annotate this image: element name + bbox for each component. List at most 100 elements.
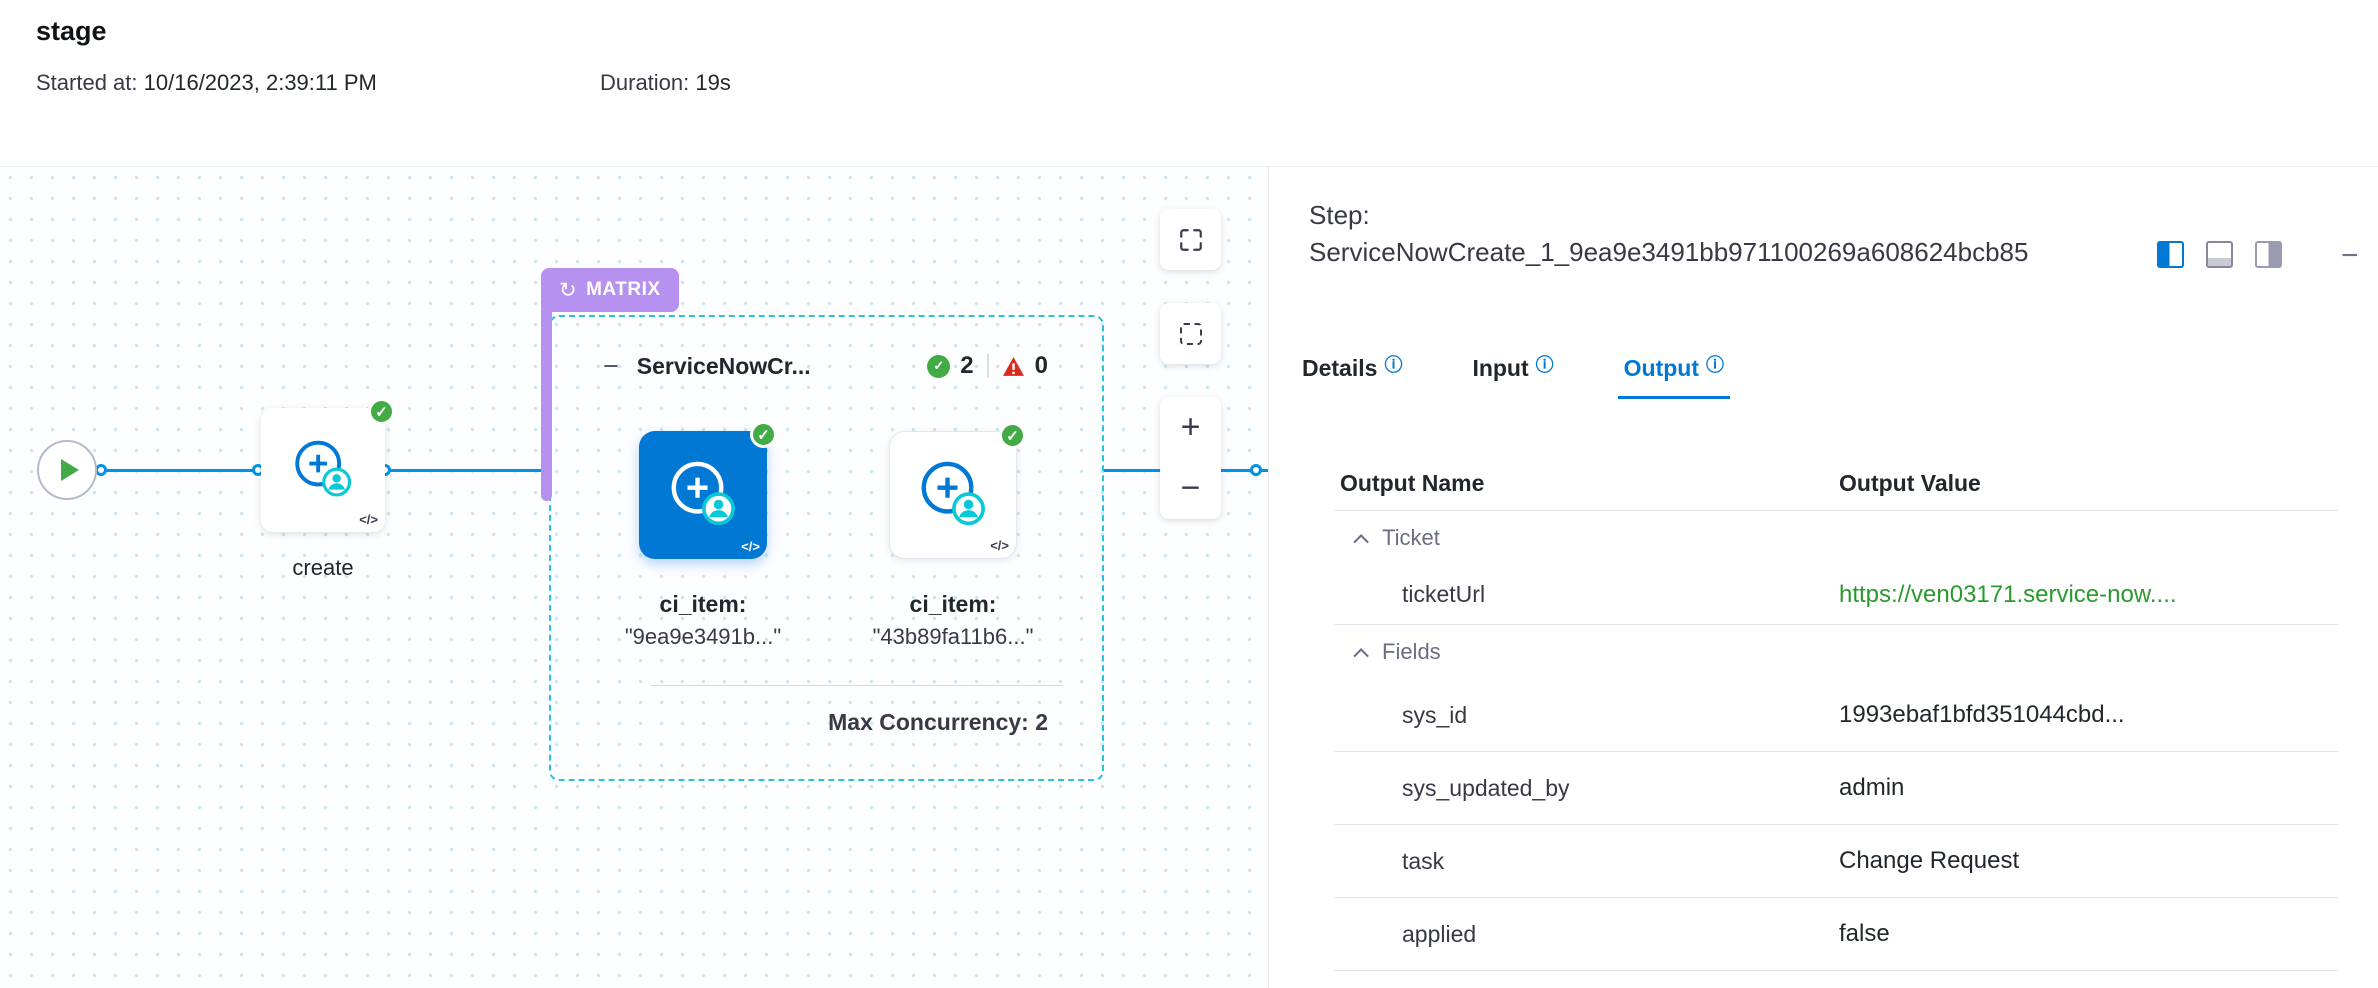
servicenow-create-icon (295, 440, 352, 497)
tab-input-label: Input (1472, 355, 1529, 381)
chevron-up-icon (1353, 533, 1369, 550)
pipeline-canvas[interactable]: ✓ </> create ↻ MATRIX − ServiceNowCr... … (0, 167, 1268, 988)
success-badge: ✓ (368, 398, 395, 425)
edge-create-matrix (388, 469, 549, 472)
group-row-ticket[interactable]: Ticket (1334, 511, 2339, 565)
info-icon: ⓘ (1535, 355, 1554, 375)
tab-input[interactable]: Input ⓘ (1466, 355, 1559, 399)
matrix-divider (651, 685, 1063, 686)
matrix-step-2-caption: ci_item: "43b89fa11b6..." (828, 587, 1078, 653)
duration-label: Duration: (600, 70, 690, 95)
group-label: Ticket (1382, 525, 1440, 550)
success-badge: ✓ (750, 421, 777, 448)
edge-start-create (97, 469, 260, 472)
pipeline-start-node[interactable] (37, 440, 97, 500)
matrix-group-box: − ServiceNowCr... ✓ 2 0 (549, 315, 1104, 781)
step-node-create[interactable]: ✓ </> (261, 398, 395, 532)
edge-dot (1250, 464, 1262, 476)
check-icon: ✓ (375, 403, 388, 421)
matrix-step-1-key: ci_item: (659, 591, 747, 617)
max-concurrency-label: Max Concurrency: 2 (828, 709, 1048, 735)
tab-output[interactable]: Output ⓘ (1617, 355, 1730, 399)
selection-icon (1179, 322, 1202, 345)
panel-layout-controls (2157, 241, 2282, 268)
matrix-step-2[interactable]: ✓ </> (889, 422, 1026, 559)
minimize-panel-icon[interactable]: − (2341, 239, 2359, 272)
matrix-status-counts: ✓ 2 0 (927, 352, 1048, 380)
ticket-url-link[interactable]: https://ven03171.service-now.... (1839, 580, 2177, 608)
tab-details-label: Details (1302, 355, 1378, 381)
code-icon: </> (990, 538, 1009, 553)
split-view-icon[interactable] (2157, 241, 2184, 268)
stage-header: stage Started at: 10/16/2023, 2:39:11 PM… (0, 0, 2378, 167)
warning-icon (1002, 356, 1024, 376)
check-icon: ✓ (933, 358, 945, 373)
output-name-cell: applied (1402, 920, 1477, 947)
started-value: 10/16/2023, 2:39:11 PM (143, 70, 377, 95)
count-separator (986, 354, 989, 378)
tab-output-label: Output (1623, 355, 1699, 381)
table-row: task Change Request (1334, 825, 2339, 898)
started-at: Started at: 10/16/2023, 2:39:11 PM (36, 70, 377, 96)
matrix-step-1-caption: ci_item: "9ea9e3491b..." (578, 587, 828, 653)
output-table: Output Name Output Value Ticket ticketUr… (1334, 457, 2339, 971)
step-node-create-label: create (292, 555, 354, 580)
bottom-view-icon[interactable] (2206, 241, 2233, 268)
stage-meta: Started at: 10/16/2023, 2:39:11 PM Durat… (0, 70, 2378, 100)
loop-icon: ↻ (559, 278, 578, 302)
right-view-icon[interactable] (2255, 241, 2282, 268)
group-label: Fields (1382, 639, 1441, 664)
play-icon (60, 459, 79, 481)
success-badge: ✓ (999, 422, 1026, 449)
output-value-cell: false (1839, 920, 1890, 947)
matrix-badge-label: MATRIX (586, 279, 661, 300)
started-label: Started at: (36, 70, 138, 95)
info-icon: ⓘ (1384, 355, 1403, 375)
fullscreen-icon (1179, 228, 1202, 251)
table-row: sys_id 1993ebaf1bfd351044cbd... (1334, 679, 2339, 752)
panel-tabs: Details ⓘ Input ⓘ Output ⓘ (1296, 355, 1788, 399)
tab-details[interactable]: Details ⓘ (1296, 355, 1408, 399)
matrix-step-1-value: "9ea9e3491b..." (624, 624, 782, 649)
duration: Duration: 19s (600, 70, 731, 96)
collapse-icon[interactable]: − (603, 351, 619, 381)
matrix-step-2-key: ci_item: (909, 591, 997, 617)
code-icon: </> (741, 539, 760, 554)
matrix-step-1[interactable]: ✓ </> (639, 421, 777, 559)
zoom-in-button[interactable]: + (1180, 408, 1201, 446)
matrix-accent-bar (541, 311, 552, 501)
edge-out-tail (1260, 469, 1268, 472)
table-row: sys_updated_by admin (1334, 752, 2339, 825)
check-icon: ✓ (1006, 427, 1019, 445)
marquee-select-button[interactable] (1160, 303, 1221, 364)
info-icon: ⓘ (1706, 355, 1724, 375)
step-heading: Step: ServiceNowCreate_1_9ea9e3491bb9711… (1309, 197, 2149, 271)
servicenow-create-icon (671, 461, 735, 526)
matrix-group-title[interactable]: ServiceNowCr... (636, 352, 811, 379)
output-value-cell: admin (1839, 774, 1905, 801)
check-icon: ✓ (757, 426, 770, 444)
success-count-icon: ✓ (927, 354, 951, 378)
step-details-panel: Step: ServiceNowCreate_1_9ea9e3491bb9711… (1268, 167, 2378, 988)
column-output-value: Output Value (1839, 470, 1981, 496)
output-value-cell: 1993ebaf1bfd351044cbd... (1839, 701, 2125, 728)
fit-to-screen-button[interactable] (1160, 209, 1221, 270)
matrix-step-2-value: "43b89fa11b6..." (872, 624, 1034, 649)
group-row-fields[interactable]: Fields (1334, 625, 2339, 679)
zoom-out-button[interactable]: − (1180, 469, 1201, 507)
output-name-cell: ticketUrl (1402, 581, 1486, 607)
output-name-cell: task (1402, 847, 1445, 874)
failed-count: 0 (1034, 352, 1048, 379)
column-output-name: Output Name (1340, 470, 1485, 496)
success-count: 2 (960, 352, 974, 379)
table-row: applied false (1334, 898, 2339, 971)
zoom-controls: + − (1160, 397, 1221, 519)
duration-value: 19s (695, 70, 731, 95)
servicenow-create-icon (921, 461, 985, 526)
chevron-up-icon (1353, 647, 1369, 664)
table-row: ticketUrl https://ven03171.service-now..… (1334, 565, 2339, 625)
code-icon: </> (359, 512, 378, 527)
matrix-badge[interactable]: ↻ MATRIX (541, 268, 679, 312)
output-table-header: Output Name Output Value (1334, 457, 2339, 511)
